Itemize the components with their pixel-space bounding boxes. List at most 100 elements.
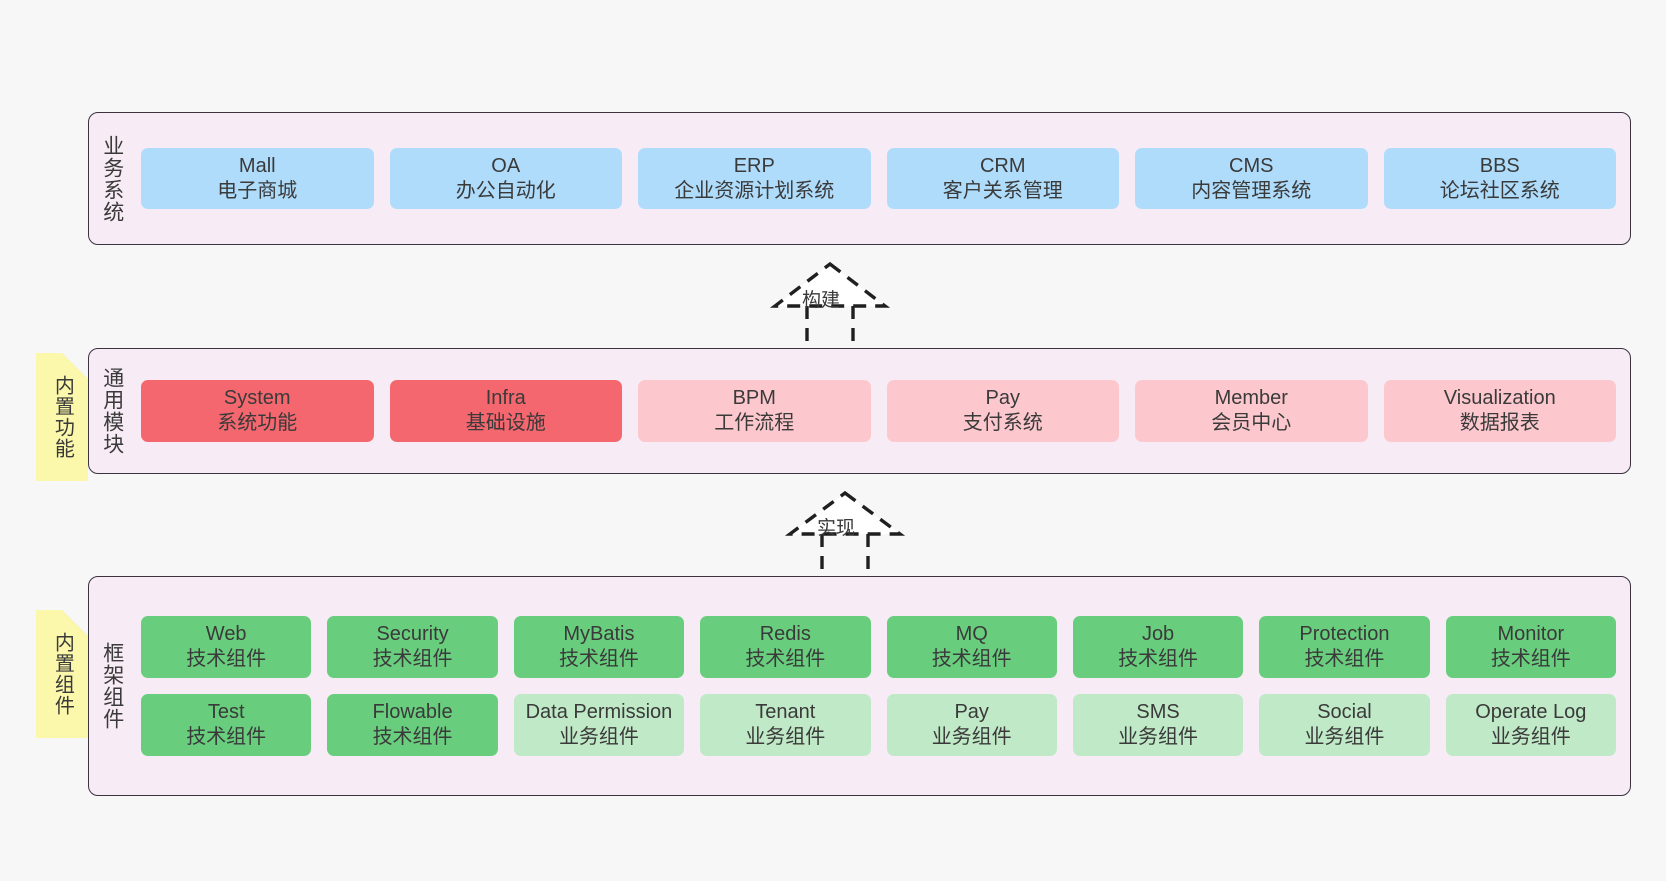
module-card-subtitle: 论坛社区系统 xyxy=(1439,179,1560,202)
realization-arrow-icon xyxy=(769,261,891,348)
module-card-flowable[interactable]: Flowable 技术组件 xyxy=(327,694,498,756)
module-card-subtitle: 工作流程 xyxy=(714,412,795,434)
module-card-pay[interactable]: Pay 支付系统 xyxy=(886,380,1119,442)
module-card-subtitle: 基础设施 xyxy=(465,412,546,434)
layer-row: Web 技术组件 Security 技术组件 MyBatis 技术组件 Redi… xyxy=(141,616,1616,678)
module-card-web[interactable]: Web 技术组件 xyxy=(141,616,312,678)
module-card-title: System xyxy=(223,387,291,410)
module-card-oa[interactable]: OA 办公自动化 xyxy=(389,147,622,210)
module-card-subtitle: 技术组件 xyxy=(1304,648,1385,671)
module-card-title: OA xyxy=(491,154,521,177)
module-card-title: Pay xyxy=(954,701,989,723)
module-card-subtitle: 业务组件 xyxy=(1490,725,1571,748)
module-card-mall[interactable]: Mall 电子商城 xyxy=(141,147,374,210)
layer-row: System 系统功能 Infra 基础设施 BPM 工作流程 Pay 支付系统… xyxy=(141,380,1616,442)
sticky-note-builtin-features: 内置功能 xyxy=(36,353,88,481)
module-card-test[interactable]: Test 技术组件 xyxy=(141,694,312,756)
module-card-title: MyBatis xyxy=(563,623,635,646)
module-card-subtitle: 内容管理系统 xyxy=(1191,179,1312,202)
layer-business-systems: 业务系统 Mall 电子商城 OA 办公自动化 ERP 企业资源计划系统 CRM… xyxy=(88,112,1631,245)
module-card-system[interactable]: System 系统功能 xyxy=(141,380,374,442)
module-card-subtitle: 技术组件 xyxy=(186,725,267,748)
module-card-pay-business[interactable]: Pay 业务组件 xyxy=(886,694,1057,756)
module-card-subtitle: 业务组件 xyxy=(931,725,1012,748)
layer-body-common-modules: System 系统功能 Infra 基础设施 BPM 工作流程 Pay 支付系统… xyxy=(135,349,1630,473)
module-card-operate-log[interactable]: Operate Log 业务组件 xyxy=(1445,694,1616,756)
module-card-subtitle: 数据报表 xyxy=(1459,412,1540,434)
module-card-subtitle: 技术组件 xyxy=(558,648,639,671)
module-card-visualization[interactable]: Visualization 数据报表 xyxy=(1383,380,1616,442)
module-card-title: Mall xyxy=(238,154,276,177)
module-card-job[interactable]: Job 技术组件 xyxy=(1072,616,1244,678)
layer-title-business-systems: 业务系统 xyxy=(100,134,124,223)
connector-implement: 实现 xyxy=(760,487,930,575)
module-card-erp[interactable]: ERP 企业资源计划系统 xyxy=(638,147,871,210)
module-card-title: Job xyxy=(1141,623,1175,646)
module-card-subtitle: 技术组件 xyxy=(372,648,453,671)
layer-framework-components: 框架组件 Web 技术组件 Security 技术组件 MyBatis 技术组件… xyxy=(88,576,1631,796)
module-card-title: Protection xyxy=(1299,623,1390,646)
module-card-title: CRM xyxy=(979,154,1026,177)
module-card-title: Social xyxy=(1317,701,1372,723)
module-card-sms[interactable]: SMS 业务组件 xyxy=(1072,694,1244,756)
module-card-protection[interactable]: Protection 技术组件 xyxy=(1259,616,1430,678)
module-card-title: BBS xyxy=(1479,154,1520,177)
module-card-title: Infra xyxy=(485,387,526,410)
module-card-title: Pay xyxy=(985,387,1020,410)
layer-row: Mall 电子商城 OA 办公自动化 ERP 企业资源计划系统 CRM 客户关系… xyxy=(141,147,1616,210)
layer-row: Test 技术组件 Flowable 技术组件 Data Permission … xyxy=(141,694,1616,756)
module-card-title: Data Permission xyxy=(525,701,673,723)
module-card-subtitle: 业务组件 xyxy=(1118,725,1199,748)
module-card-bpm[interactable]: BPM 工作流程 xyxy=(638,380,871,442)
module-card-subtitle: 技术组件 xyxy=(931,648,1012,671)
module-card-tenant[interactable]: Tenant 业务组件 xyxy=(700,694,871,756)
module-card-subtitle: 技术组件 xyxy=(372,725,453,748)
module-card-title: Redis xyxy=(759,623,811,646)
module-card-social[interactable]: Social 业务组件 xyxy=(1259,694,1430,756)
connector-implement-label: 实现 xyxy=(817,518,856,539)
layer-title-common-modules: 通用模块 xyxy=(100,367,124,455)
connector-build: 构建 xyxy=(745,258,915,348)
module-card-mybatis[interactable]: MyBatis 技术组件 xyxy=(513,616,685,678)
connector-build-label: 构建 xyxy=(802,290,841,311)
module-card-redis[interactable]: Redis 技术组件 xyxy=(700,616,871,678)
module-card-monitor[interactable]: Monitor 技术组件 xyxy=(1445,616,1616,678)
module-card-title: Tenant xyxy=(755,701,816,723)
module-card-subtitle: 办公自动化 xyxy=(455,179,556,202)
module-card-title: Member xyxy=(1214,387,1288,410)
sticky-note-text: 内置功能 xyxy=(51,375,74,459)
module-card-crm[interactable]: CRM 客户关系管理 xyxy=(886,147,1119,210)
sticky-note-text: 内置组件 xyxy=(51,632,74,716)
sticky-note-builtin-components: 内置组件 xyxy=(36,610,88,738)
module-card-subtitle: 电子商城 xyxy=(217,179,298,202)
module-card-title: Web xyxy=(205,623,247,646)
module-card-subtitle: 业务组件 xyxy=(1304,725,1385,748)
module-card-subtitle: 系统功能 xyxy=(217,412,298,434)
module-card-title: Security xyxy=(376,623,449,646)
module-card-data-permission[interactable]: Data Permission 业务组件 xyxy=(513,694,685,756)
module-card-mq[interactable]: MQ 技术组件 xyxy=(886,616,1057,678)
module-card-title: MQ xyxy=(955,623,988,646)
module-card-subtitle: 技术组件 xyxy=(745,648,826,671)
module-card-title: CMS xyxy=(1229,154,1274,177)
layer-title-framework-components: 框架组件 xyxy=(100,642,124,730)
module-card-subtitle: 技术组件 xyxy=(186,648,267,671)
module-card-subtitle: 企业资源计划系统 xyxy=(674,179,835,202)
module-card-cms[interactable]: CMS 内容管理系统 xyxy=(1135,147,1368,210)
module-card-title: BPM xyxy=(732,387,776,410)
module-card-subtitle: 业务组件 xyxy=(558,725,639,748)
module-card-member[interactable]: Member 会员中心 xyxy=(1135,380,1368,442)
note-fold-corner-icon xyxy=(62,610,88,636)
layer-body-framework-components: Web 技术组件 Security 技术组件 MyBatis 技术组件 Redi… xyxy=(135,577,1630,795)
module-card-title: Flowable xyxy=(372,701,453,723)
module-card-subtitle: 技术组件 xyxy=(1490,648,1571,671)
module-card-infra[interactable]: Infra 基础设施 xyxy=(389,380,622,442)
module-card-title: Test xyxy=(207,701,245,723)
layer-body-business-systems: Mall 电子商城 OA 办公自动化 ERP 企业资源计划系统 CRM 客户关系… xyxy=(135,113,1630,244)
realization-arrow-icon xyxy=(784,490,906,575)
module-card-bbs[interactable]: BBS 论坛社区系统 xyxy=(1383,147,1616,210)
module-card-title: Visualization xyxy=(1443,387,1556,410)
module-card-title: SMS xyxy=(1136,701,1180,723)
module-card-security[interactable]: Security 技术组件 xyxy=(327,616,498,678)
